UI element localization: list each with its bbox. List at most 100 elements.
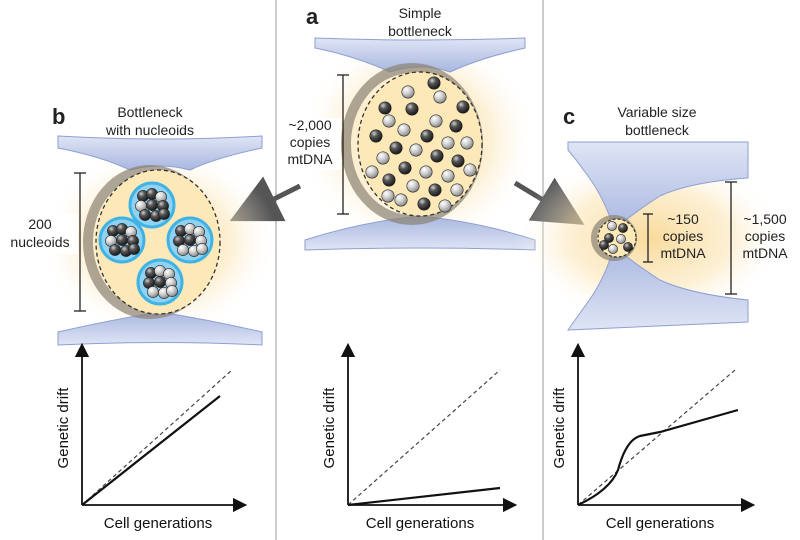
- panel-b-membrane-top: [57, 135, 263, 171]
- mtdna-dark-sphere: [449, 119, 463, 133]
- mtdna-dark-sphere: [420, 129, 434, 143]
- nucleoid-mtdna-sphere: [109, 244, 121, 256]
- mtdna-light-sphere: [441, 136, 455, 150]
- panel-b-size-line1: 200: [28, 216, 52, 232]
- panel-a-size-line1: ~2,000: [288, 117, 331, 133]
- mtdna-light-sphere: [406, 179, 420, 193]
- nucleoid-mtdna-sphere: [158, 208, 170, 220]
- mtdna-light-sphere: [397, 123, 411, 137]
- panel-c: c Variable size bottleneck ~150 copies m…: [515, 104, 788, 331]
- panel-c-inner-line1: ~150: [667, 211, 699, 227]
- panel-a-size-line2: copies: [290, 134, 330, 150]
- graph-c: Genetic drift Cell generations: [551, 342, 756, 532]
- graph-a-xlabel: Cell generations: [366, 515, 474, 532]
- mtdna-light-sphere: [441, 169, 455, 183]
- mtdna-light-sphere: [376, 151, 390, 165]
- nucleoid-mtdna-sphere: [147, 286, 159, 298]
- mtdna-light-sphere: [450, 183, 464, 197]
- nucleoid-mtdna-sphere: [196, 243, 208, 255]
- mtdna-light-sphere: [381, 189, 395, 203]
- graph-c-ylabel: Genetic drift: [551, 387, 568, 469]
- panel-a-label-bg: [283, 118, 341, 170]
- graph-b: Genetic drift Cell generations: [55, 342, 248, 532]
- panel-a-title-line1: Simple: [399, 5, 442, 21]
- mtdna-dark-sphere: [618, 223, 628, 233]
- mtdna-dark-sphere: [405, 102, 419, 116]
- panel-c-title-line1: Variable size: [617, 104, 696, 120]
- panel-c-title-line2: bottleneck: [625, 122, 690, 138]
- mtdna-dark-sphere: [623, 242, 633, 252]
- nucleoid-mtdna-sphere: [139, 209, 151, 221]
- mtdna-dark-sphere: [427, 76, 441, 90]
- mtdna-dark-sphere: [398, 161, 412, 175]
- panel-c-outer-line2: copies: [745, 228, 785, 244]
- graph-a: Genetic drift Cell generations: [321, 342, 518, 532]
- mtdna-dark-sphere: [378, 101, 392, 115]
- panel-c-glow: [515, 153, 785, 323]
- mtdna-dark-sphere: [599, 240, 609, 250]
- panel-b-letter: b: [52, 104, 65, 129]
- mtdna-light-sphere: [463, 163, 477, 177]
- panel-c-mtdna-spheres: [599, 221, 633, 254]
- panel-c-outer-line3: mtDNA: [742, 245, 788, 261]
- panel-b-size-line2: nucleoids: [10, 234, 69, 250]
- graph-c-neutral-dashed-line: [577, 369, 736, 506]
- panel-b-nucleoids: [98, 181, 214, 306]
- panel-a: a Simple bottleneck ~2,000 copies mtDNA: [283, 4, 538, 251]
- nucleoid-mtdna-sphere: [146, 199, 158, 211]
- graph-b-ylabel: Genetic drift: [55, 387, 72, 469]
- panel-b-title-line1: Bottleneck: [117, 104, 183, 120]
- panel-c-inner-line2: copies: [663, 228, 703, 244]
- mtdna-dark-sphere: [430, 149, 444, 163]
- panel-b-label-bg: [2, 214, 78, 254]
- panel-a-membrane-top: [314, 37, 526, 73]
- mtdna-light-sphere: [608, 244, 618, 254]
- graph-a-drift-line: [347, 486, 501, 507]
- panel-c-letter: c: [563, 104, 575, 129]
- graph-b-neutral-dashed-line: [81, 369, 233, 506]
- panel-b-membrane-bottom: [57, 311, 263, 346]
- panel-c-inner-line3: mtDNA: [660, 245, 706, 261]
- nucleoid-mtdna-sphere: [128, 243, 140, 255]
- graph-a-neutral-dashed-line: [347, 369, 501, 506]
- mtdna-light-sphere: [382, 114, 396, 128]
- mtdna-light-sphere: [607, 221, 617, 231]
- graph-c-drift-curve: [577, 408, 739, 506]
- mtdna-light-sphere: [460, 136, 474, 150]
- mtdna-light-sphere: [429, 114, 443, 128]
- mtdna-dark-sphere: [389, 141, 403, 155]
- mtdna-dark-sphere: [382, 173, 396, 187]
- mtdna-dark-sphere: [417, 197, 431, 211]
- mtdna-dark-sphere: [369, 129, 383, 143]
- panel-a-membrane-bottom: [304, 215, 536, 251]
- mtdna-light-sphere: [419, 165, 433, 179]
- mtdna-dark-sphere: [451, 154, 465, 168]
- graph-b-xlabel: Cell generations: [104, 515, 212, 532]
- nucleoid-mtdna-sphere: [166, 285, 178, 297]
- mtdna-light-sphere: [409, 143, 423, 157]
- nucleoid-mtdna-sphere: [184, 234, 196, 246]
- graph-c-xlabel: Cell generations: [606, 515, 714, 532]
- panel-b: b Bottleneck with nucleoids 200 nucleoid…: [2, 104, 278, 346]
- panel-b-title-line2: with nucleoids: [105, 122, 194, 138]
- mtdna-light-sphere: [433, 90, 447, 104]
- mtdna-dark-sphere: [428, 183, 442, 197]
- panel-a-mtdna-spheres: [365, 76, 477, 213]
- nucleoid-mtdna-sphere: [116, 234, 128, 246]
- mtdna-light-sphere: [616, 234, 626, 244]
- nucleoid-mtdna-sphere: [154, 276, 166, 288]
- panel-a-letter: a: [306, 4, 319, 29]
- mtdna-dark-sphere: [604, 233, 614, 243]
- mtdna-light-sphere: [365, 165, 379, 179]
- graph-b-drift-line: [81, 395, 221, 506]
- mtdna-light-sphere: [438, 199, 452, 213]
- mtdna-dark-sphere: [456, 100, 470, 114]
- panel-a-size-line3: mtDNA: [287, 151, 333, 167]
- mtdna-light-sphere: [394, 193, 408, 207]
- panel-b-organelle: [95, 169, 221, 315]
- mtdna-light-sphere: [401, 85, 415, 99]
- panel-c-outer-line1: ~1,500: [743, 211, 786, 227]
- graph-a-ylabel: Genetic drift: [321, 387, 338, 469]
- nucleoid-mtdna-sphere: [177, 244, 189, 256]
